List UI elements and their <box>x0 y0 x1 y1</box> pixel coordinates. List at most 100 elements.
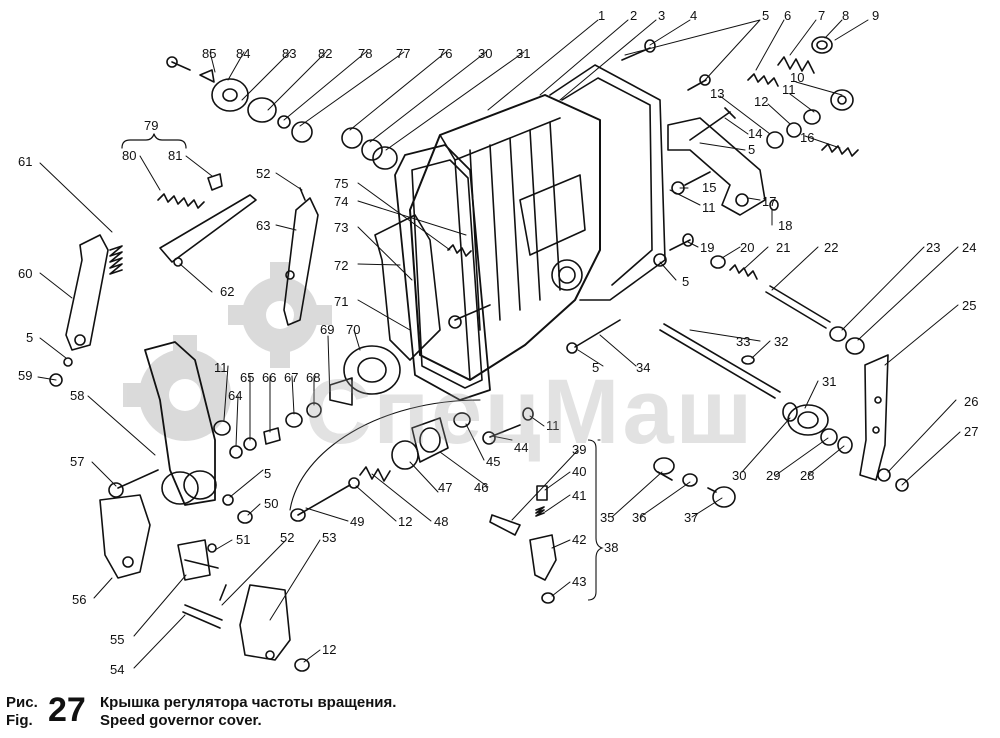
bracket-60 <box>65 234 109 351</box>
callout-81: 81 <box>168 148 182 163</box>
callout-21: 21 <box>776 240 790 255</box>
ring-13 <box>766 131 784 149</box>
callout-10: 10 <box>790 70 804 85</box>
lever-25 <box>859 354 889 481</box>
callout-7: 7 <box>818 8 825 23</box>
callout-60: 60 <box>18 266 32 281</box>
callout-19: 19 <box>700 240 714 255</box>
ring-82 <box>247 97 277 123</box>
callout-5: 5 <box>762 8 769 23</box>
spring-75 <box>447 244 472 257</box>
callout-9: 9 <box>872 8 879 23</box>
callout-16: 16 <box>800 130 814 145</box>
callout-42: 42 <box>572 532 586 547</box>
nut-10 <box>830 89 854 111</box>
washer-5f <box>63 357 73 367</box>
bracket-79 <box>121 133 187 149</box>
leader-lines <box>37 19 961 669</box>
figure-caption: Рис. Fig. 27 Крышка регулятора частоты в… <box>6 691 566 734</box>
nut-45 <box>453 412 471 428</box>
callout-41: 41 <box>572 488 586 503</box>
callout-12c: 12 <box>322 642 336 657</box>
bushing-77 <box>291 121 313 143</box>
callout-37: 37 <box>684 510 698 525</box>
callout-49: 49 <box>350 514 364 529</box>
pin-51 <box>207 543 217 553</box>
callout-50: 50 <box>264 496 278 511</box>
callout-78: 78 <box>358 46 372 61</box>
ring-24 <box>845 337 865 355</box>
callout-39: 39 <box>572 442 586 457</box>
callout-12: 12 <box>754 94 768 109</box>
callout-82: 82 <box>318 46 332 61</box>
ring-29 <box>820 428 838 446</box>
cam-70 <box>329 345 401 406</box>
callout-45: 45 <box>486 454 500 469</box>
callout-13: 13 <box>710 86 724 101</box>
caption-title-en: Speed governor cover. <box>100 712 262 729</box>
callout-44: 44 <box>514 440 528 455</box>
bolt-34 <box>566 319 621 354</box>
washer-12c <box>294 658 310 672</box>
washer-20 <box>710 255 726 269</box>
gear-83 <box>211 78 249 112</box>
washers-64-68 <box>213 402 322 459</box>
spring-8 <box>777 56 815 74</box>
callout-5e: 5 <box>264 466 271 481</box>
callout-80: 80 <box>122 148 136 163</box>
callout-66: 66 <box>262 370 276 385</box>
callout-31b: 31 <box>822 374 836 389</box>
callout-23: 23 <box>926 240 940 255</box>
bearing-76 <box>341 127 363 149</box>
callout-51: 51 <box>236 532 250 547</box>
pin-52a <box>299 187 306 201</box>
caption-prefix-ru: Рис. <box>6 694 38 711</box>
callout-35: 35 <box>600 510 614 525</box>
callout-11: 11 <box>782 82 796 97</box>
bracket-17 <box>667 117 766 216</box>
washer-12 <box>786 122 802 138</box>
washer-78 <box>277 115 291 129</box>
callout-24: 24 <box>962 240 976 255</box>
bracket-38 <box>587 439 604 601</box>
callout-34: 34 <box>636 360 650 375</box>
callout-63: 63 <box>256 218 270 233</box>
callout-52b: 52 <box>280 530 294 545</box>
callout-4: 4 <box>690 8 697 23</box>
bolt-14 <box>689 107 736 141</box>
callout-2: 2 <box>630 8 637 23</box>
caption-figure-number: 27 <box>48 691 86 729</box>
callout-61: 61 <box>18 154 32 169</box>
callout-11c: 11 <box>546 418 560 433</box>
callout-62: 62 <box>220 284 234 299</box>
callout-40: 40 <box>572 464 586 479</box>
cap-9 <box>811 36 833 54</box>
bolt-44 <box>482 424 521 445</box>
callout-18: 18 <box>778 218 792 233</box>
callout-8: 8 <box>842 8 849 23</box>
callout-74: 74 <box>334 194 348 209</box>
callout-79: 79 <box>144 118 158 133</box>
caption-title-ru: Крышка регулятора частоты вращения. <box>100 694 397 711</box>
callout-67: 67 <box>284 370 298 385</box>
knob-37 <box>707 486 736 508</box>
callout-3: 3 <box>658 8 665 23</box>
callout-33: 33 <box>736 334 750 349</box>
curve-line <box>289 399 481 511</box>
callout-68: 68 <box>306 370 320 385</box>
screw-57 <box>108 469 159 498</box>
callout-38: 38 <box>604 540 618 555</box>
callout-52a: 52 <box>256 166 270 181</box>
callout-30b: 30 <box>732 468 746 483</box>
callout-57: 57 <box>70 454 84 469</box>
bolt-49 <box>290 484 351 522</box>
callout-15: 15 <box>702 180 716 195</box>
callout-55: 55 <box>110 632 124 647</box>
sleeve-71 <box>448 304 491 329</box>
callout-73: 73 <box>334 220 348 235</box>
callout-48: 48 <box>434 514 448 529</box>
callout-14: 14 <box>748 126 762 141</box>
spring-21 <box>729 264 758 280</box>
callout-84: 84 <box>236 46 250 61</box>
